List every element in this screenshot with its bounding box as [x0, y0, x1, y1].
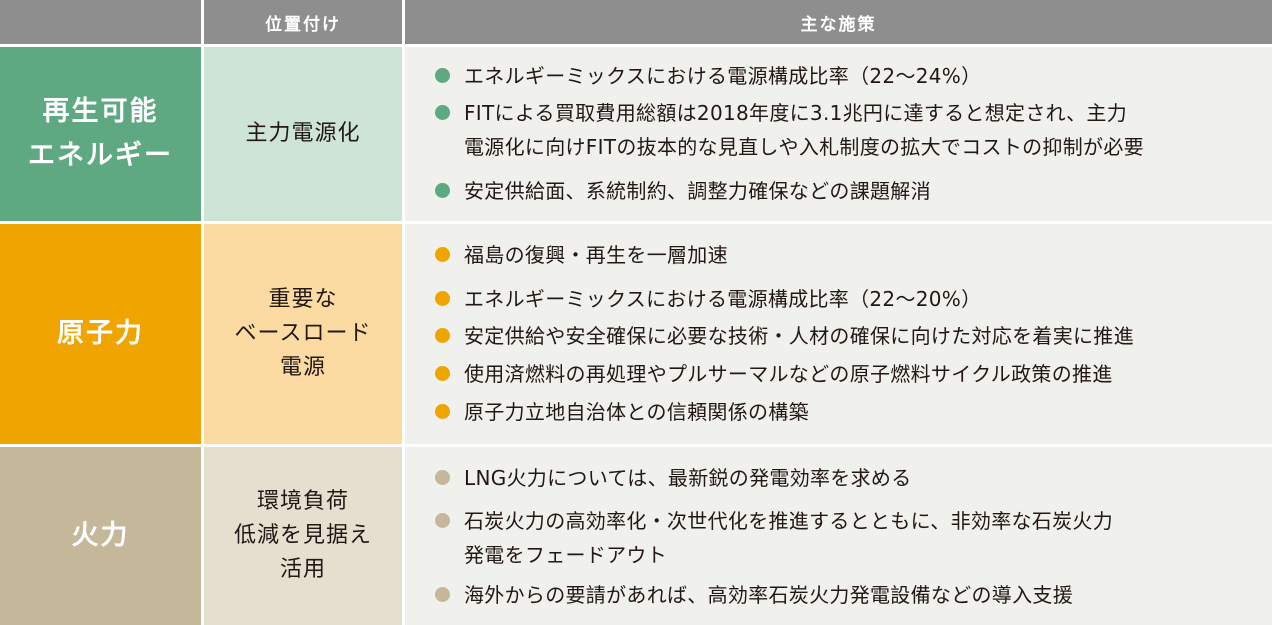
- measure-text: 電源化に向けFITの抜本的な見直しや入札制度の拡大でコストの抑制が必要: [464, 135, 1144, 159]
- measure-item: 石炭火力の高効率化・次世代化を推進するとともに、非効率な石炭火力 発電をフェード…: [435, 504, 1266, 572]
- bullet-icon: [435, 328, 450, 343]
- positioning-line: ベースロード: [234, 321, 372, 346]
- measure-item: 海外からの要請があれば、高効率石炭火力発電設備などの導入支援: [435, 578, 1266, 612]
- category-line: 再生可能: [42, 96, 159, 127]
- measure-text: エネルギーミックスにおける電源構成比率（22～20%）: [464, 287, 982, 311]
- measure-text: FITによる買取費用総額は2018年度に3.1兆円に達すると想定され、主力: [464, 101, 1128, 125]
- measure-text: 福島の復興・再生を一層加速: [464, 243, 728, 267]
- measure-item: 安定供給や安全確保に必要な技術・人材の確保に向けた対応を着実に推進: [435, 319, 1266, 353]
- bullet-icon: [435, 470, 450, 485]
- measure-item: FITによる買取費用総額は2018年度に3.1兆円に達すると想定され、主力 電源…: [435, 96, 1266, 164]
- category-thermal: 火力: [0, 447, 201, 625]
- bullet-icon: [435, 105, 450, 120]
- category-line: 原子力: [57, 318, 144, 349]
- category-line: エネルギー: [28, 140, 173, 171]
- measures-nuclear: 福島の復興・再生を一層加速 エネルギーミックスにおける電源構成比率（22～20%…: [405, 224, 1272, 444]
- measure-item: LNG火力については、最新鋭の発電効率を求める: [435, 461, 1266, 495]
- positioning-renewable: 主力電源化: [204, 47, 402, 221]
- bullet-icon: [435, 183, 450, 198]
- measures-thermal: LNG火力については、最新鋭の発電効率を求める 石炭火力の高効率化・次世代化を推…: [405, 447, 1272, 625]
- header-positioning: 位置付け: [204, 0, 402, 44]
- bullet-icon: [435, 291, 450, 306]
- measures-renewable: エネルギーミックスにおける電源構成比率（22～24%） FITによる買取費用総額…: [405, 47, 1272, 221]
- bullet-icon: [435, 513, 450, 528]
- measure-text: 安定供給面、系統制約、調整力確保などの課題解消: [464, 179, 931, 203]
- measure-item: エネルギーミックスにおける電源構成比率（22～20%）: [435, 282, 1266, 316]
- positioning-line: 低減を見据え: [233, 523, 372, 548]
- header-measures: 主な施策: [405, 0, 1272, 44]
- bullet-icon: [435, 68, 450, 83]
- measure-text: LNG火力については、最新鋭の発電効率を求める: [464, 466, 912, 490]
- measure-item: 福島の復興・再生を一層加速: [435, 238, 1266, 272]
- positioning-thermal: 環境負荷 低減を見据え 活用: [204, 447, 402, 625]
- measure-text: エネルギーミックスにおける電源構成比率（22～24%）: [464, 64, 982, 88]
- positioning-line: 活用: [279, 557, 326, 582]
- positioning-line: 環境負荷: [256, 489, 349, 514]
- positioning-line: 重要な: [268, 287, 338, 312]
- header-blank-cell: [0, 0, 201, 44]
- measure-text: 発電をフェードアウト: [464, 543, 667, 567]
- measure-text: 石炭火力の高効率化・次世代化を推進するとともに、非効率な石炭火力: [464, 509, 1113, 533]
- measure-text: 安定供給や安全確保に必要な技術・人材の確保に向けた対応を着実に推進: [464, 324, 1134, 348]
- measure-text: 原子力立地自治体との信頼関係の構築: [464, 400, 809, 424]
- category-nuclear: 原子力: [0, 224, 201, 444]
- bullet-icon: [435, 247, 450, 262]
- positioning-line: 主力電源化: [245, 121, 361, 146]
- category-renewable: 再生可能 エネルギー: [0, 47, 201, 221]
- measure-item: 安定供給面、系統制約、調整力確保などの課題解消: [435, 174, 1266, 208]
- bullet-icon: [435, 404, 450, 419]
- measure-text: 使用済燃料の再処理やプルサーマルなどの原子燃料サイクル政策の推進: [464, 362, 1113, 386]
- positioning-nuclear: 重要な ベースロード 電源: [204, 224, 402, 444]
- measure-text: 海外からの要請があれば、高効率石炭火力発電設備などの導入支援: [464, 583, 1073, 607]
- measure-item: エネルギーミックスにおける電源構成比率（22～24%）: [435, 59, 1266, 93]
- measure-item: 使用済燃料の再処理やプルサーマルなどの原子燃料サイクル政策の推進: [435, 357, 1266, 391]
- bullet-icon: [435, 366, 450, 381]
- positioning-line: 電源: [279, 355, 326, 380]
- measure-item: 原子力立地自治体との信頼関係の構築: [435, 395, 1266, 429]
- bullet-icon: [435, 587, 450, 602]
- category-line: 火力: [71, 520, 130, 551]
